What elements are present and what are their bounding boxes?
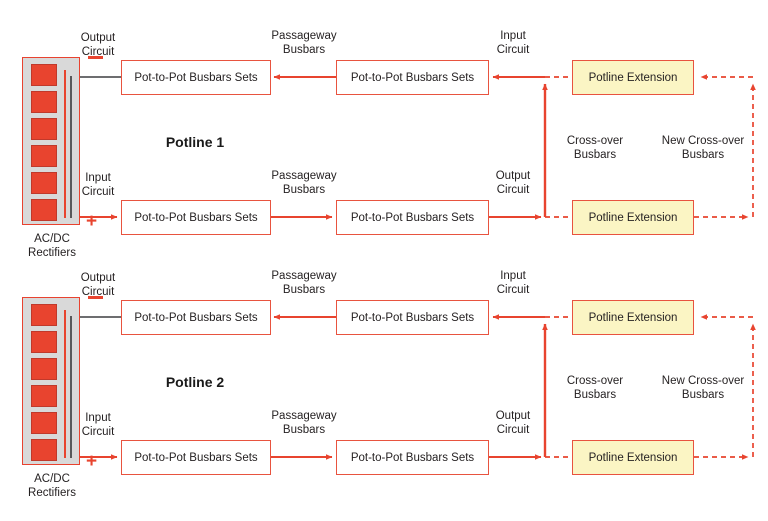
- box-label: Pot-to-Pot Busbars Sets: [350, 451, 475, 464]
- box-label: Pot-to-Pot Busbars Sets: [350, 311, 475, 324]
- p2-new-crossover-busbars-connector: [694, 314, 756, 460]
- rectifier-cell: [31, 358, 57, 380]
- p1-pot-to-pot-busbars-sets-4[interactable]: Pot-to-Pot Busbars Sets: [336, 200, 489, 235]
- rectifier-cell: [31, 172, 57, 194]
- rectifier-cell: [31, 331, 57, 353]
- rectifier-cell: [31, 439, 57, 461]
- p2-top-input-circuit-label: Input Circuit: [496, 270, 530, 296]
- box-label: Pot-to-Pot Busbars Sets: [134, 211, 258, 224]
- potline-title-2: Potline 2: [165, 374, 225, 390]
- p1-new-crossover-busbars-label: New Cross-over Busbars: [661, 135, 745, 161]
- p1-top-passageway-busbars-label: Passageway Busbars: [271, 30, 337, 56]
- box-label: Pot-to-Pot Busbars Sets: [134, 311, 258, 324]
- box-label: Pot-to-Pot Busbars Sets: [134, 71, 258, 84]
- rectifier-cell: [31, 304, 57, 326]
- potline-title-1: Potline 1: [165, 134, 225, 150]
- p2-potline-extension-top[interactable]: Potline Extension: [572, 300, 694, 335]
- p2-pot-to-pot-busbars-sets-4[interactable]: Pot-to-Pot Busbars Sets: [336, 440, 489, 475]
- rectifier-label-2: AC/DC Rectifiers: [28, 473, 76, 499]
- rectifier-positive-bus: [64, 310, 66, 458]
- polarity-plus-marker-1: +: [86, 211, 98, 232]
- box-label: Potline Extension: [588, 451, 678, 464]
- p1-potline-extension-top[interactable]: Potline Extension: [572, 60, 694, 95]
- p2-bottom-passageway-busbars-label: Passageway Busbars: [271, 410, 337, 436]
- p1-new-crossover-busbars-connector: [694, 74, 756, 220]
- p2-new-crossover-busbars-label: New Cross-over Busbars: [661, 375, 745, 401]
- rectifier-cell: [31, 199, 57, 221]
- p1-crossover-busbars-label: Cross-over Busbars: [566, 135, 624, 161]
- rectifier-negative-bus: [70, 76, 73, 218]
- rectifier-positive-bus: [64, 70, 66, 218]
- p1-bottom-input-circuit-label: Input Circuit: [81, 172, 115, 198]
- p1-pot-to-pot-busbars-sets-3[interactable]: Pot-to-Pot Busbars Sets: [121, 200, 271, 235]
- p2-pot-to-pot-busbars-sets-3[interactable]: Pot-to-Pot Busbars Sets: [121, 440, 271, 475]
- p2-pot-to-pot-busbars-sets-1[interactable]: Pot-to-Pot Busbars Sets: [121, 300, 271, 335]
- box-label: Potline Extension: [588, 71, 678, 84]
- box-label: Potline Extension: [588, 311, 678, 324]
- p2-top-passageway-busbars-label: Passageway Busbars: [271, 270, 337, 296]
- p1-bottom-passageway-busbars-label: Passageway Busbars: [271, 170, 337, 196]
- polarity-plus-marker-2: +: [86, 451, 98, 472]
- rectifier-label-1: AC/DC Rectifiers: [28, 233, 76, 259]
- p2-bottom-output-circuit-label: Output Circuit: [495, 410, 531, 436]
- box-label: Pot-to-Pot Busbars Sets: [134, 451, 258, 464]
- p1-pot-to-pot-busbars-sets-2[interactable]: Pot-to-Pot Busbars Sets: [336, 60, 489, 95]
- rectifier-cell: [31, 118, 57, 140]
- p1-top-output-circuit-label: Output Circuit: [80, 32, 116, 58]
- rectifier-cell: [31, 91, 57, 113]
- p2-pot-to-pot-busbars-sets-2[interactable]: Pot-to-Pot Busbars Sets: [336, 300, 489, 335]
- box-label: Pot-to-Pot Busbars Sets: [350, 211, 475, 224]
- p1-potline-extension-bottom[interactable]: Potline Extension: [572, 200, 694, 235]
- p2-bottom-input-circuit-label: Input Circuit: [81, 412, 115, 438]
- p2-crossover-busbars-label: Cross-over Busbars: [566, 375, 624, 401]
- box-label: Potline Extension: [588, 211, 678, 224]
- rectifier-cell: [31, 145, 57, 167]
- rectifier-cell: [31, 412, 57, 434]
- p1-pot-to-pot-busbars-sets-1[interactable]: Pot-to-Pot Busbars Sets: [121, 60, 271, 95]
- box-label: Pot-to-Pot Busbars Sets: [350, 71, 475, 84]
- p2-top-output-circuit-label: Output Circuit: [80, 272, 116, 298]
- p1-bottom-output-circuit-label: Output Circuit: [495, 170, 531, 196]
- polarity-minus-marker-2: [88, 296, 103, 300]
- rectifier-negative-bus: [70, 316, 73, 458]
- rectifier-cell: [31, 64, 57, 86]
- p2-potline-extension-bottom[interactable]: Potline Extension: [572, 440, 694, 475]
- p1-top-input-circuit-label: Input Circuit: [496, 30, 530, 56]
- rectifier-cell: [31, 385, 57, 407]
- polarity-minus-marker-1: [88, 56, 103, 60]
